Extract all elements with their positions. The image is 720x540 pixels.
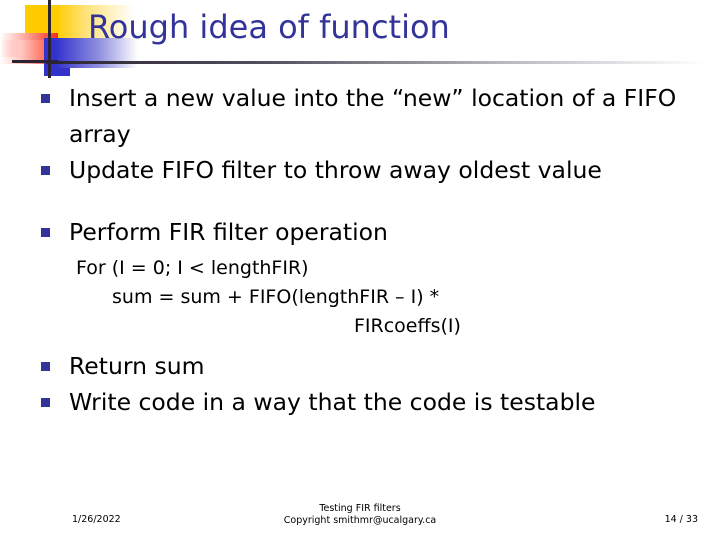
slide-footer: 1/26/2022 Testing FIR filters Copyright … (0, 500, 720, 540)
list-item: Update FIFO filter to throw away oldest … (34, 152, 694, 188)
bullet-text: Write code in a way that the code is tes… (69, 388, 596, 416)
bullet-square-icon (41, 228, 50, 237)
code-line: sum = sum + FIFO(lengthFIR – I) * (112, 286, 440, 308)
code-line: FIRcoeffs(I) (354, 315, 461, 337)
footer-date: 1/26/2022 (72, 514, 121, 525)
footer-deck-title: Testing FIR filters (319, 503, 401, 514)
list-item: Write code in a way that the code is tes… (34, 384, 694, 420)
slide-body: Insert a new value into the “new” locati… (34, 80, 694, 470)
list-item: Return sum (34, 348, 694, 384)
bullet-square-icon (41, 398, 50, 407)
list-item: Perform FIR filter operation (34, 214, 694, 250)
logo-red-gradient-band (0, 33, 58, 57)
logo-red-gradient-band-lower (0, 40, 46, 64)
bullet-square-icon (41, 166, 50, 175)
spacer (34, 188, 694, 214)
bullet-text: Perform FIR filter operation (69, 218, 388, 246)
footer-page-number: 14 / 33 (664, 514, 698, 525)
bullet-square-icon (41, 94, 50, 103)
title-underline-rule (46, 61, 706, 64)
logo-yellow-square (25, 5, 56, 39)
bullet-text: Return sum (69, 352, 205, 380)
footer-center-block: Testing FIR filters Copyright smithmr@uc… (0, 503, 720, 527)
bullet-text: Insert a new value into the “new” locati… (69, 84, 677, 148)
slide-title: Rough idea of function (88, 8, 450, 46)
logo-vertical-line (48, 0, 51, 78)
spacer (34, 341, 694, 348)
footer-copyright: Copyright smithmr@ucalgary.ca (283, 515, 437, 526)
logo-blue-square (44, 38, 70, 76)
bullet-text: Update FIFO filter to throw away oldest … (69, 156, 602, 184)
code-line: For (I = 0; I < lengthFIR) (76, 257, 309, 279)
list-item: Insert a new value into the “new” locati… (34, 80, 694, 152)
bullet-square-icon (41, 362, 50, 371)
